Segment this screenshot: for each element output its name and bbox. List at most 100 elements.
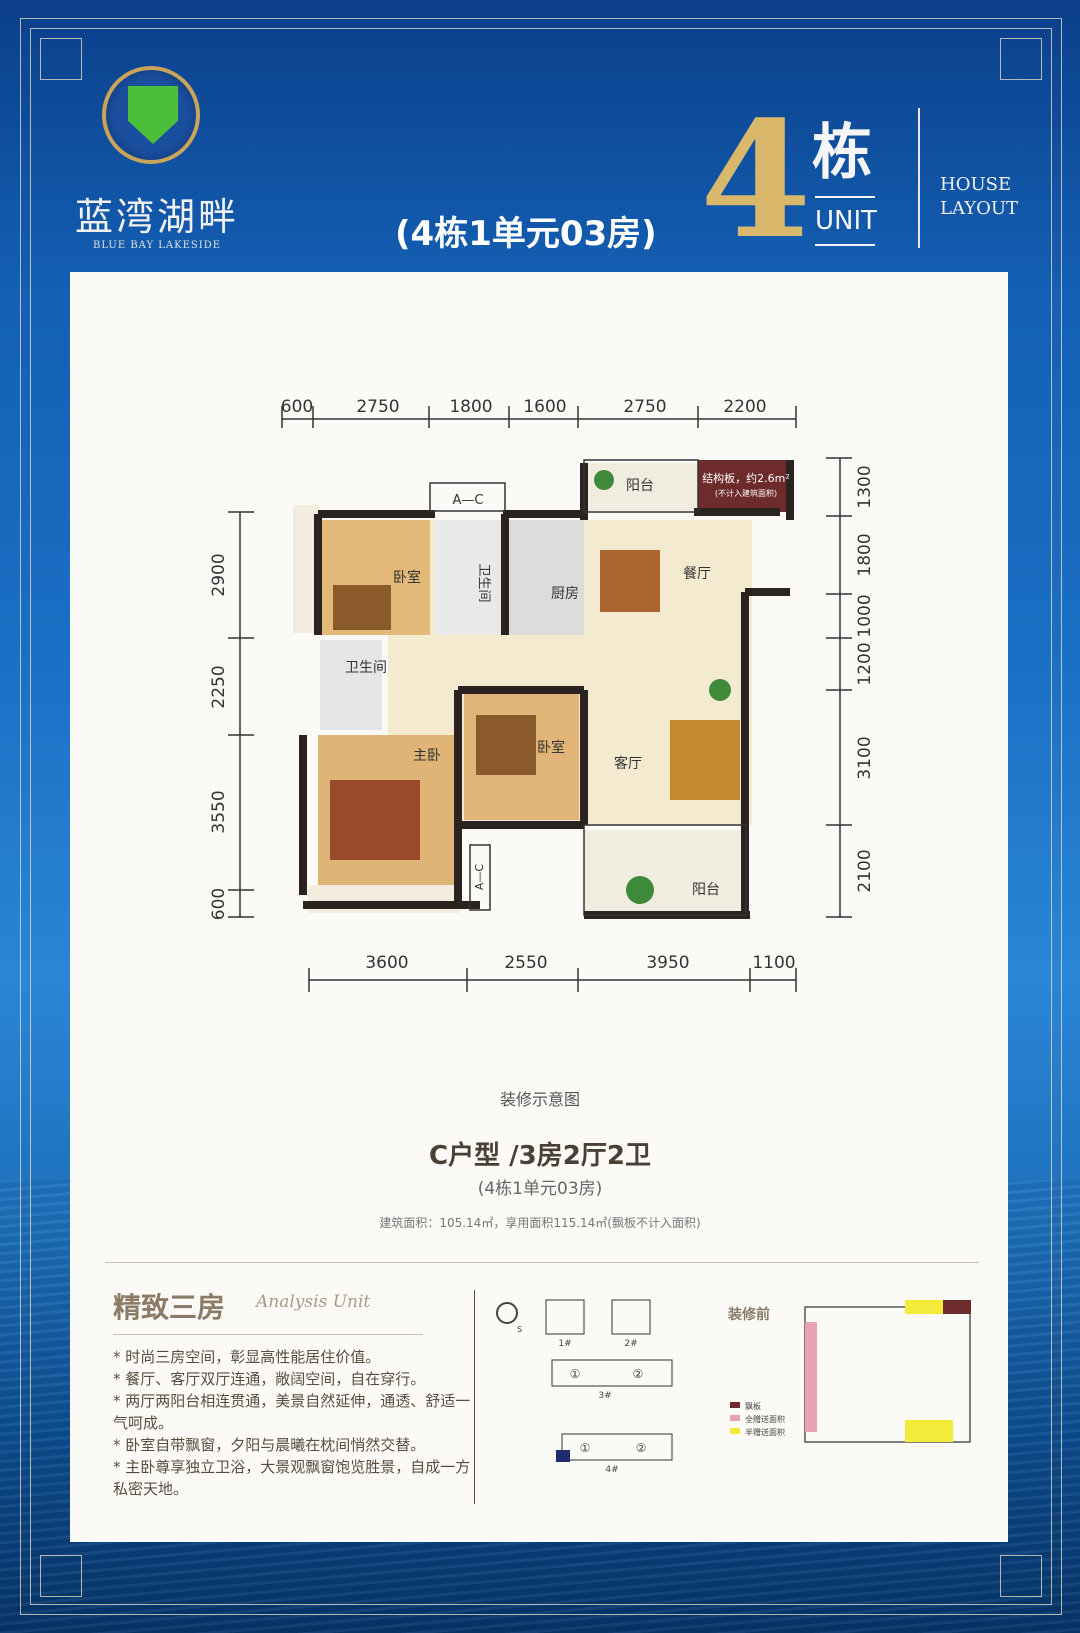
bed-1 — [333, 585, 391, 630]
room-master: 主卧 — [413, 748, 441, 764]
half-gift-area-2 — [905, 1420, 953, 1442]
struct-panel-label: 结构板，约2.6m² — [702, 471, 790, 485]
feature-item: * 餐厅、客厅双厅连通，敞阔空间，自在穿行。 — [113, 1370, 426, 1388]
dim-left-3: 3550 — [209, 790, 229, 833]
room-living: 客厅 — [614, 755, 642, 772]
dimension-lines — [228, 406, 852, 992]
feature-item: * 卧室自带飘窗，夕阳与晨曦在枕间悄然交替。 — [113, 1436, 426, 1454]
plant-icon-3 — [626, 876, 654, 904]
window-lines — [429, 459, 747, 916]
dim-right-2: 1800 — [855, 533, 875, 576]
bed-master — [330, 780, 420, 860]
dining-table — [600, 550, 660, 612]
room-bedroom2: 卧室 — [537, 739, 565, 756]
struct-panel — [698, 460, 794, 512]
analysis-script: Analysis Unit — [256, 1292, 371, 1312]
corner-frame-bl — [40, 1555, 82, 1597]
unit-marker — [556, 1450, 570, 1462]
legend-swatch-3 — [730, 1428, 740, 1434]
brand-name-en: BLUE BAY LAKESIDE — [92, 240, 222, 251]
dim-bottom-4: 1100 — [752, 953, 795, 973]
sofa-set — [670, 720, 740, 800]
dim-left-4: 600 — [209, 888, 229, 920]
full-gift-area — [805, 1322, 817, 1432]
dim-left-1: 2900 — [209, 553, 229, 596]
unit-rule-top — [815, 196, 875, 198]
brand-name: 蓝湾湖畔 — [74, 195, 239, 239]
room-dining: 餐厅 — [683, 566, 711, 582]
balcony-bottom-floor — [584, 830, 746, 915]
feature-item: * 主卧尊享独立卫浴，大景观飘窗饱览胜景，自成一方私密天地。 — [113, 1458, 471, 1498]
unit-title: (4栋1单元03房) — [395, 214, 657, 254]
plant-icon — [709, 679, 731, 701]
house-layout-line1: HOUSE — [940, 174, 1012, 195]
bed-2 — [476, 715, 536, 775]
panel-area — [943, 1300, 971, 1314]
unit-rule-bottom — [815, 244, 875, 246]
dim-right-6: 2100 — [855, 849, 875, 892]
outer-frame — [20, 18, 1062, 1615]
half-gift-area — [905, 1300, 943, 1314]
building-number: 4 — [700, 86, 812, 274]
dim-top-4: 1600 — [523, 397, 566, 417]
unit-2-marker-b: ② — [636, 1441, 647, 1455]
corner-frame-tl — [40, 38, 82, 80]
unit-2-marker: ② — [633, 1367, 644, 1381]
dim-bottom-3: 3950 — [646, 953, 689, 973]
unit-1-marker: ① — [570, 1367, 581, 1381]
feature-item: * 时尚三房空间，彰显高性能居住价值。 — [113, 1348, 381, 1366]
unit-1-marker-b: ① — [580, 1441, 591, 1455]
room-kitchen: 厨房 — [551, 586, 579, 602]
house-layout-line2: LAYOUT — [940, 198, 1019, 219]
corner-frame-br — [1000, 1555, 1042, 1597]
building-suffix: 栋 — [812, 118, 872, 188]
room-bedroom1: 卧室 — [393, 569, 421, 586]
section-separator — [105, 1262, 979, 1263]
before-plan: 飘板 全赠送面积 半赠送面积 — [730, 1300, 971, 1443]
unit-label: UNIT — [815, 206, 878, 236]
plant-icon-2 — [594, 470, 614, 490]
dim-right-4: 1200 — [855, 642, 875, 685]
before-label: 装修前 — [728, 1307, 770, 1323]
dim-top-1: 600 — [281, 397, 313, 417]
dim-right-5: 3100 — [855, 736, 875, 779]
dim-top-3: 1800 — [449, 397, 492, 417]
dim-bottom-1: 3600 — [365, 953, 408, 973]
bath2-floor — [320, 640, 382, 730]
unit-type: C户型 /3房2厅2卫 — [429, 1141, 651, 1171]
feature-item: * 两厅两阳台相连贯通，美景自然延伸，通透、舒适一气呵成。 — [113, 1392, 471, 1432]
dim-left-2: 2250 — [209, 665, 229, 708]
struct-panel-note: (不计入建筑面积) — [715, 488, 777, 498]
dim-right-3: 1000 — [855, 594, 875, 637]
area-info: 建筑面积：105.14㎡，享用面积115.14㎡(飘板不计入面积) — [379, 1216, 701, 1230]
compass-south: S — [517, 1325, 522, 1334]
feature-list: * 时尚三房空间，彰显高性能居住价值。 * 餐厅、客厅双厅连通，敞阔空间，自在穿… — [113, 1346, 483, 1500]
building-2-label: 2# — [624, 1339, 637, 1349]
building-4-label: 4# — [605, 1465, 618, 1475]
room-bathroom1: 卫生间 — [476, 563, 491, 602]
legend-label-3: 半赠送面积 — [745, 1427, 785, 1437]
dim-top-6: 2200 — [723, 397, 766, 417]
unit-number: (4栋1单元03房) — [477, 1179, 603, 1199]
building-3-label: 3# — [598, 1391, 611, 1401]
analysis-rule — [113, 1334, 423, 1335]
analysis-title: 精致三房 — [113, 1291, 226, 1324]
site-plan: S 1# 2# 3# 4# ① ② ① ② — [496, 1299, 673, 1475]
dim-right-1: 1300 — [855, 465, 875, 508]
header-divider — [918, 108, 920, 248]
building-1-label: 1# — [558, 1339, 571, 1349]
room-bathroom2: 卫生间 — [345, 660, 387, 676]
inner-frame — [30, 28, 1052, 1605]
legend-label-1: 飘板 — [745, 1401, 761, 1411]
dim-top-5: 2750 — [623, 397, 666, 417]
ac-unit-bottom: A—C — [473, 864, 486, 891]
room-balcony-top: 阳台 — [626, 478, 654, 494]
room-balcony-bottom: 阳台 — [692, 882, 720, 898]
compass-icon — [496, 1302, 518, 1324]
decoration-note: 装修示意图 — [499, 1090, 580, 1109]
analysis-divider — [474, 1290, 475, 1504]
logo-emblem — [102, 66, 200, 164]
dim-bottom-2: 2550 — [504, 953, 547, 973]
legend-label-2: 全赠送面积 — [745, 1414, 785, 1424]
